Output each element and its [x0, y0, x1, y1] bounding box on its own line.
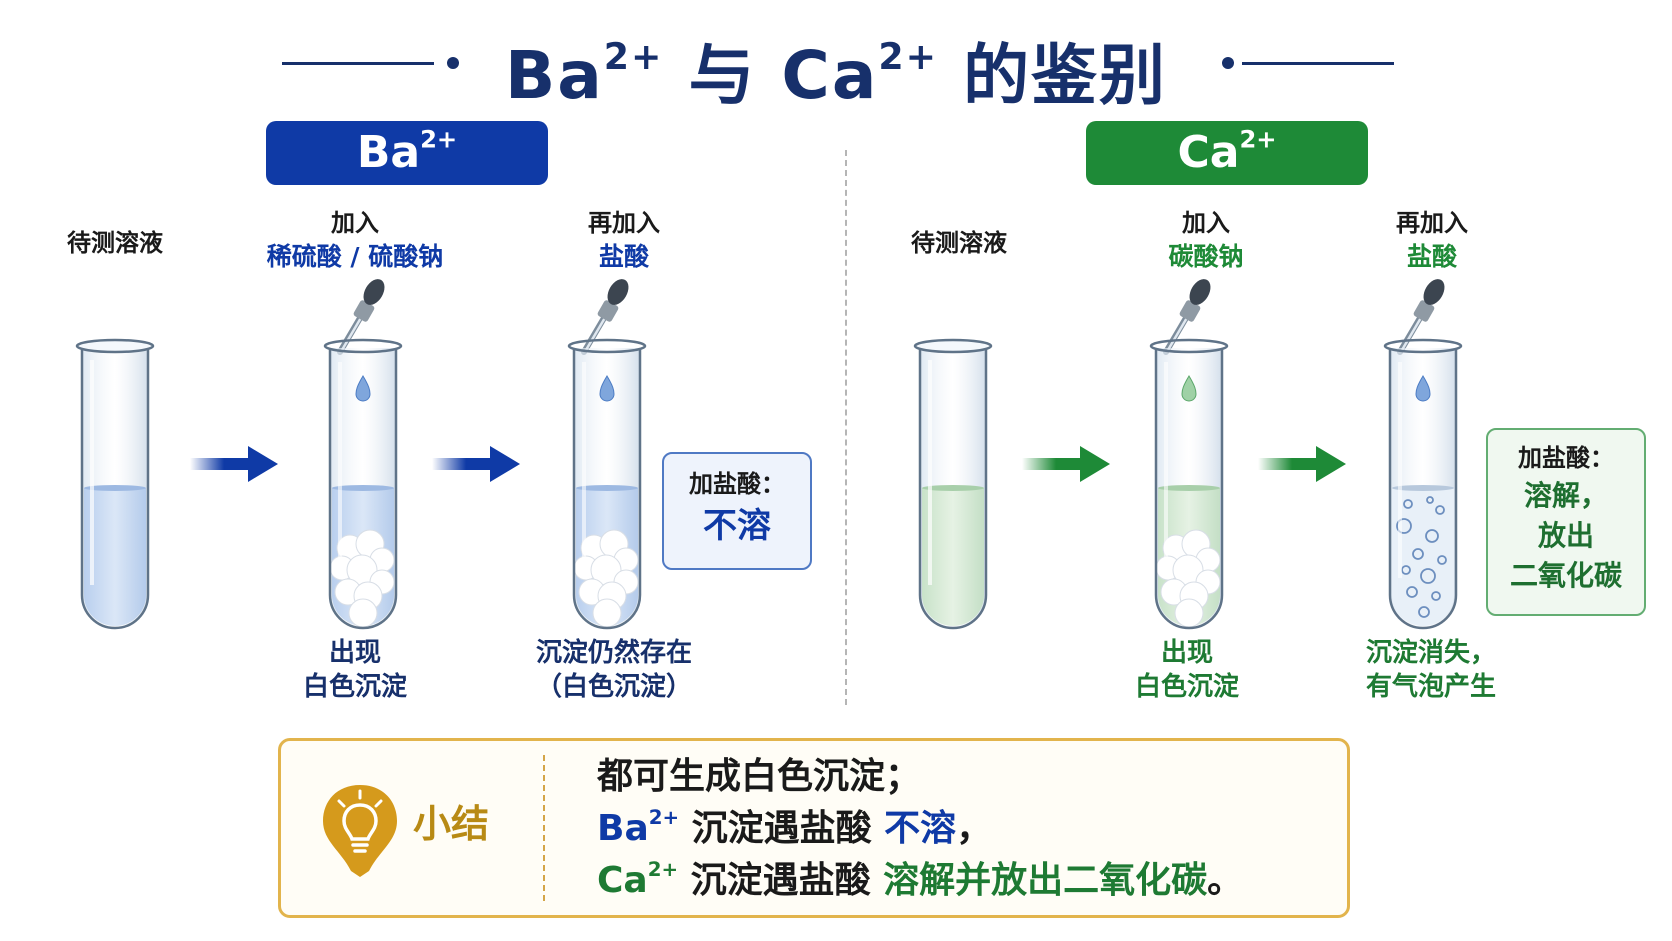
ca-test-tube-solution — [913, 338, 993, 630]
ca-step3-label: 再加入 盐酸 — [1352, 206, 1512, 274]
title-line-left — [282, 62, 434, 65]
ba-result-title: 加盐酸： — [689, 470, 785, 498]
ca-step2-action: 加入 — [1182, 209, 1230, 237]
section-divider — [845, 150, 847, 705]
summary-line3-highlight: 溶解并放出二氧化碳 — [883, 860, 1208, 901]
ba-header-ion: Ba — [356, 127, 421, 178]
ba-step1-label: 待测溶液 — [40, 226, 190, 260]
ba-step2-label: 加入 稀硫酸 / 硫酸钠 — [240, 206, 470, 274]
summary-line2: Ba2+ 沉淀遇盐酸 不溶， — [597, 803, 1243, 855]
summary-box: 小结 都可生成白色沉淀； Ba2+ 沉淀遇盐酸 不溶， Ca2+ 沉淀遇盐酸 溶… — [278, 738, 1350, 918]
summary-line1: 都可生成白色沉淀； — [597, 751, 1243, 803]
ca-step2-observation: 出现 白色沉淀 — [1112, 636, 1262, 704]
title-suffix: 的鉴别 — [963, 37, 1168, 114]
summary-line3-ion: Ca — [597, 860, 648, 901]
summary-line2-end: ， — [956, 808, 993, 849]
ba-step3-reagent: 盐酸 — [598, 242, 649, 271]
ba-step3-observation: 沉淀仍然存在 （白色沉淀） — [514, 636, 714, 704]
ba-step3-action: 再加入 — [588, 209, 660, 237]
dropper-icon — [1163, 279, 1211, 355]
ca-test-tube-precipitate — [1149, 279, 1229, 630]
ca-arrow-2 — [1258, 446, 1346, 482]
ca-section-header: Ca2+ — [1086, 121, 1368, 185]
ba-arrow-1 — [190, 446, 278, 482]
ca-arrow-1 — [1022, 446, 1110, 482]
ca-test-tube-dissolved — [1383, 279, 1463, 630]
ba-step1-label-text: 待测溶液 — [67, 229, 163, 257]
lightbulb-icon — [323, 785, 397, 877]
summary-line3-text: 沉淀遇盐酸 — [678, 860, 884, 901]
title-connector: 与 — [688, 37, 757, 114]
ba-step3-obs-line1: 沉淀仍然存在 — [535, 638, 692, 668]
summary-text: 都可生成白色沉淀； Ba2+ 沉淀遇盐酸 不溶， Ca2+ 沉淀遇盐酸 溶解并放… — [597, 751, 1243, 907]
ca-step2-reagent: 碳酸钠 — [1168, 242, 1244, 271]
title-sup-b: 2+ — [878, 34, 939, 78]
ba-test-tube-precipitate — [323, 279, 403, 630]
ba-section-header: Ba2+ — [266, 121, 548, 185]
ca-result-line3: 二氧化碳 — [1509, 559, 1622, 592]
title-dot-left — [447, 57, 459, 69]
page-title: Ba2+ 与 Ca2+ 的鉴别 — [0, 22, 1672, 118]
title-dot-right — [1222, 57, 1234, 69]
ca-step3-obs-line1: 沉淀消失， — [1365, 638, 1496, 668]
ba-step3-label: 再加入 盐酸 — [544, 206, 704, 274]
summary-line1-text: 都可生成白色沉淀； — [597, 756, 922, 797]
ca-step2-obs-line2: 白色沉淀 — [1134, 672, 1239, 702]
summary-divider — [543, 755, 545, 901]
title-line-right — [1242, 62, 1394, 65]
ba-step2-reagent: 稀硫酸 / 硫酸钠 — [266, 242, 444, 271]
dropper-icon — [581, 279, 629, 355]
ca-step3-action: 再加入 — [1396, 209, 1468, 237]
title-sup-a: 2+ — [603, 34, 664, 78]
ba-step2-action: 加入 — [331, 209, 379, 237]
ba-step2-observation: 出现 白色沉淀 — [280, 636, 430, 704]
summary-line3: Ca2+ 沉淀遇盐酸 溶解并放出二氧化碳。 — [597, 855, 1243, 907]
ba-step2-obs-line1: 出现 — [328, 638, 381, 668]
ca-step3-reagent: 盐酸 — [1406, 242, 1457, 271]
ca-result-line2: 放出 — [1537, 519, 1594, 552]
ba-result-value: 不溶 — [703, 506, 771, 546]
ca-result-line1: 溶解， — [1523, 479, 1608, 512]
title-ion-a: Ba — [504, 37, 604, 114]
summary-line2-text: 沉淀遇盐酸 — [679, 808, 885, 849]
ba-test-tube-solution — [75, 338, 155, 630]
ca-result-box: 加盐酸： 溶解， 放出 二氧化碳 — [1486, 428, 1646, 616]
title-ion-b: Ca — [781, 37, 879, 114]
summary-line2-sup: 2+ — [648, 806, 680, 830]
ba-test-tube-insoluble — [567, 279, 647, 630]
ca-result-title: 加盐酸： — [1518, 444, 1614, 472]
summary-label: 小结 — [413, 802, 490, 846]
ca-header-ion: Ca — [1177, 127, 1240, 178]
ca-step1-label: 待测溶液 — [884, 226, 1034, 260]
summary-line3-end: 。 — [1207, 860, 1244, 901]
summary-line2-highlight: 不溶 — [884, 808, 957, 849]
summary-line2-ion: Ba — [597, 808, 649, 849]
ba-arrow-2 — [432, 446, 520, 482]
ba-header-sup: 2+ — [420, 125, 458, 154]
ba-step3-obs-line2: （白色沉淀） — [535, 672, 692, 702]
summary-line3-sup: 2+ — [647, 858, 679, 882]
ba-result-box: 加盐酸： 不溶 — [662, 452, 812, 570]
ca-step2-obs-line1: 出现 — [1160, 638, 1213, 668]
ca-header-sup: 2+ — [1239, 125, 1277, 154]
ca-step1-label-text: 待测溶液 — [911, 229, 1007, 257]
ca-step3-obs-line2: 有气泡产生 — [1365, 672, 1496, 702]
ca-step2-label: 加入 碳酸钠 — [1126, 206, 1286, 274]
ca-step3-observation: 沉淀消失， 有气泡产生 — [1346, 636, 1516, 704]
ba-step2-obs-line2: 白色沉淀 — [302, 672, 407, 702]
